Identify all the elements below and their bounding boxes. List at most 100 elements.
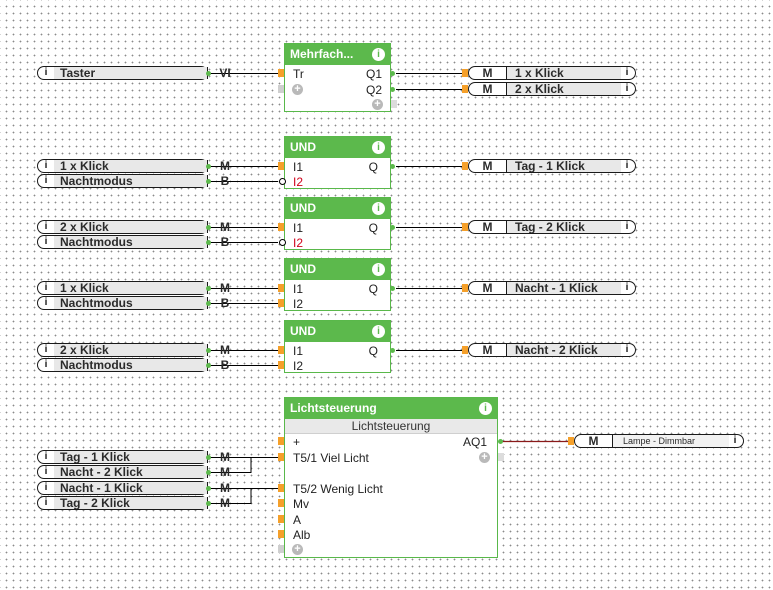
pin-i1[interactable] <box>278 284 284 292</box>
block-und-1[interactable]: UND i I1 I2 Q <box>284 136 391 189</box>
info-icon[interactable]: i <box>44 482 48 493</box>
input-und1-i2[interactable]: i Nachtmodus B <box>37 174 229 188</box>
pin-output-target[interactable] <box>568 437 574 445</box>
input-connector[interactable] <box>206 286 211 291</box>
info-icon[interactable]: i <box>479 402 492 415</box>
input-connector[interactable] <box>206 363 211 368</box>
info-icon[interactable]: i <box>44 236 48 247</box>
block-und-3[interactable]: UND i I1 I2 Q <box>284 258 391 311</box>
pin-plus[interactable] <box>278 437 284 445</box>
info-icon[interactable]: i <box>44 175 48 186</box>
output-mf-q1[interactable]: M 1 x Klick i <box>468 66 636 80</box>
info-icon[interactable]: i <box>372 141 385 154</box>
info-icon[interactable]: i <box>372 325 385 338</box>
pin-t51[interactable] <box>278 453 284 461</box>
input-connector[interactable] <box>206 71 211 76</box>
info-icon[interactable]: i <box>372 48 385 61</box>
info-icon[interactable]: i <box>44 67 48 78</box>
block-header[interactable]: Mehrfach... i <box>285 44 390 65</box>
input-und2-i2[interactable]: i Nachtmodus B <box>37 235 229 249</box>
input-und3-i1[interactable]: i 1 x Klick M <box>37 281 230 295</box>
pin-output-target[interactable] <box>462 85 468 93</box>
info-icon[interactable]: i <box>625 282 629 293</box>
input-licht-4[interactable]: i Tag - 2 Klick M <box>37 496 230 510</box>
input-connector[interactable] <box>206 486 211 491</box>
input-und2-i1[interactable]: i 2 x Klick M <box>37 220 230 234</box>
output-connector[interactable] <box>390 225 395 230</box>
pin-mv[interactable] <box>278 499 284 507</box>
pin-output-target[interactable] <box>462 69 468 77</box>
output-connector[interactable] <box>390 286 395 291</box>
info-icon[interactable]: i <box>625 160 629 171</box>
add-input-icon[interactable]: + <box>292 544 303 555</box>
block-und-2[interactable]: UND i I1 I2 Q <box>284 197 391 250</box>
pin-output-target[interactable] <box>462 223 468 231</box>
input-licht-2[interactable]: i Nacht - 2 Klick M <box>37 465 230 479</box>
block-und-4[interactable]: UND i I1 I2 Q <box>284 320 391 373</box>
pin-add-input[interactable] <box>278 85 284 93</box>
pin-add-output[interactable] <box>498 453 504 461</box>
info-icon[interactable]: i <box>44 466 48 477</box>
pin-add-output[interactable] <box>391 100 397 108</box>
pin-a[interactable] <box>278 515 284 523</box>
block-header[interactable]: UND i <box>285 137 390 158</box>
output-und3-q[interactable]: M Nacht - 1 Klick i <box>468 281 636 295</box>
output-connector[interactable] <box>390 87 395 92</box>
block-header[interactable]: UND i <box>285 321 390 342</box>
input-taster[interactable]: i Taster VI <box>37 66 231 80</box>
output-und4-q[interactable]: M Nacht - 2 Klick i <box>468 343 636 357</box>
output-mf-q2[interactable]: M 2 x Klick i <box>468 82 636 96</box>
input-und4-i2[interactable]: i Nachtmodus B <box>37 358 229 372</box>
info-icon[interactable]: i <box>625 67 629 78</box>
block-header[interactable]: UND i <box>285 198 390 219</box>
input-connector[interactable] <box>206 301 211 306</box>
input-und3-i2[interactable]: i Nachtmodus B <box>37 296 229 310</box>
input-licht-1[interactable]: i Tag - 1 Klick M <box>37 450 230 464</box>
output-connector[interactable] <box>390 164 395 169</box>
pin-output-target[interactable] <box>462 162 468 170</box>
output-connector[interactable] <box>390 71 395 76</box>
pin-tr[interactable] <box>278 69 284 77</box>
pin-i2[interactable] <box>278 361 284 369</box>
input-connector[interactable] <box>206 455 211 460</box>
input-connector[interactable] <box>206 470 211 475</box>
input-connector[interactable] <box>206 240 211 245</box>
pin-add-input[interactable] <box>278 545 284 553</box>
pin-output-target[interactable] <box>462 284 468 292</box>
info-icon[interactable]: i <box>625 221 629 232</box>
add-input-icon[interactable]: + <box>292 84 303 95</box>
pin-i1[interactable] <box>278 162 284 170</box>
info-icon[interactable]: i <box>44 221 48 232</box>
block-header[interactable]: Lichtsteuerung i <box>285 398 497 419</box>
add-output-icon[interactable]: + <box>479 452 490 463</box>
input-connector[interactable] <box>206 501 211 506</box>
output-connector[interactable] <box>498 439 503 444</box>
info-icon[interactable]: i <box>44 297 48 308</box>
input-licht-3[interactable]: i Nacht - 1 Klick M <box>37 481 230 495</box>
pin-i2[interactable] <box>278 299 284 307</box>
input-und4-i1[interactable]: i 2 x Klick M <box>37 343 230 357</box>
input-und1-i1[interactable]: i 1 x Klick M <box>37 159 230 173</box>
info-icon[interactable]: i <box>44 451 48 462</box>
output-connector[interactable] <box>390 348 395 353</box>
input-connector[interactable] <box>206 348 211 353</box>
block-mehrfach[interactable]: Mehrfach... i Tr Q1 Q2 + + <box>284 43 391 112</box>
pin-i1[interactable] <box>278 223 284 231</box>
block-header[interactable]: UND i <box>285 259 390 280</box>
input-connector[interactable] <box>206 225 211 230</box>
output-lampe[interactable]: M Lampe - Dimmbar i <box>574 434 744 448</box>
info-icon[interactable]: i <box>44 497 48 508</box>
info-icon[interactable]: i <box>625 344 629 355</box>
info-icon[interactable]: i <box>733 435 737 446</box>
info-icon[interactable]: i <box>44 359 48 370</box>
input-connector[interactable] <box>206 164 211 169</box>
input-connector[interactable] <box>206 179 211 184</box>
info-icon[interactable]: i <box>372 263 385 276</box>
info-icon[interactable]: i <box>44 282 48 293</box>
pin-output-target[interactable] <box>462 346 468 354</box>
output-und2-q[interactable]: M Tag - 2 Klick i <box>468 220 636 234</box>
pin-t52[interactable] <box>278 484 284 492</box>
block-lichtsteuerung[interactable]: Lichtsteuerung i Lichtsteuerung + T5/1 V… <box>284 397 498 558</box>
info-icon[interactable]: i <box>372 202 385 215</box>
pin-alb[interactable] <box>278 530 284 538</box>
